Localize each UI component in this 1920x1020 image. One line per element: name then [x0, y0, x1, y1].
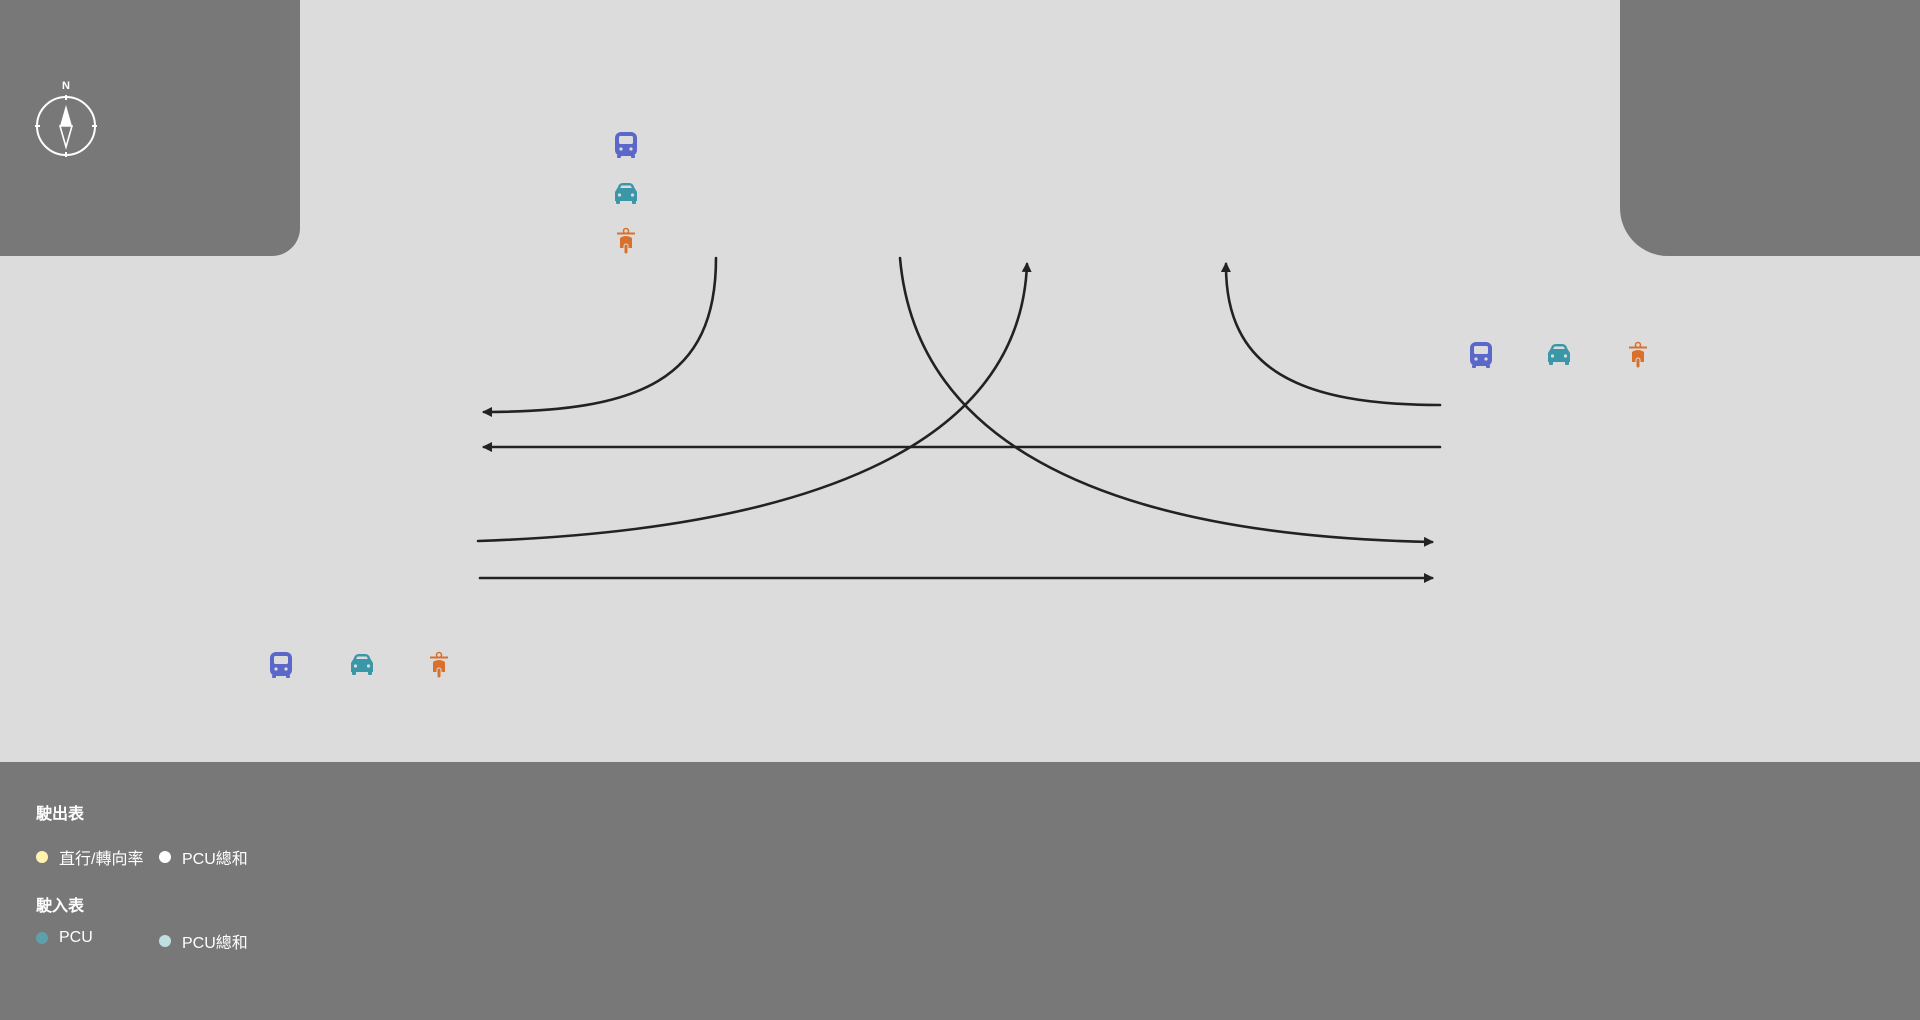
compass-north-label: N [62, 80, 70, 92]
legend-item-entry-pcu: PCU [36, 929, 93, 947]
legend-label: PCU總和 [182, 851, 248, 868]
scooter-icon [424, 650, 454, 680]
bus-icon [611, 130, 641, 160]
car-icon [611, 179, 641, 209]
scooter-icon [611, 226, 641, 256]
legend-item-exit-pcu-total: PCU總和 [159, 845, 248, 869]
west-left-turn-to-north-arrow [476, 262, 1032, 543]
legend-item-entry-pcu-total: PCU總和 [159, 929, 248, 953]
legend-label: 直行/轉向率 [59, 851, 144, 868]
compass-icon: N [34, 78, 98, 160]
legend-dot [159, 935, 171, 947]
northwest-corner-block [0, 0, 300, 256]
legend-dot [36, 851, 48, 863]
scooter-icon [1623, 340, 1653, 370]
bus-icon [266, 650, 296, 680]
legend-dot [159, 851, 171, 863]
northeast-corner-block [1620, 0, 1920, 256]
legend-label: PCU [59, 929, 93, 946]
exit-table-title: 駛出表 [36, 806, 85, 823]
car-icon [1544, 340, 1574, 370]
north-left-turn-to-east-arrow [898, 256, 1434, 547]
legend-label: PCU總和 [182, 935, 248, 952]
bus-icon [1466, 340, 1496, 370]
east-right-turn-to-north-arrow [1220, 262, 1442, 407]
north-right-turn-to-west-arrow [482, 256, 718, 417]
car-icon [347, 650, 377, 680]
movement-arrows [476, 256, 1442, 583]
entry-table-title: 駛入表 [36, 898, 85, 915]
legend-dot [36, 932, 48, 944]
legend-panel: 駛出表 直行/轉向率 PCU總和 駛入表 PCU PCU總和 [0, 762, 1920, 1020]
legend-item-exit-ratio: 直行/轉向率 [36, 845, 143, 869]
